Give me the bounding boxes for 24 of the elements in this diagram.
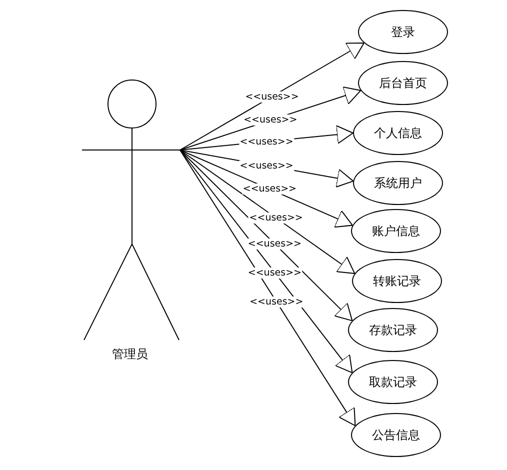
use-case-ellipse: 后台首页 [358, 61, 448, 105]
use-case-ellipse: 转账记录 [352, 259, 442, 303]
edge-label: <<uses>> [248, 212, 304, 224]
arrow [180, 42, 364, 150]
edge-label: <<uses>> [242, 114, 298, 126]
arrow [180, 150, 353, 322]
edge-label: <<uses>> [246, 267, 302, 278]
use-case-ellipse: 公告信息 [351, 413, 441, 457]
actor-name: 管理员 [111, 346, 149, 363]
edge-label: <<uses>> [238, 136, 294, 147]
arrow [180, 150, 356, 274]
edge-label: <<uses>> [242, 184, 298, 195]
edge-label: <<uses>> [248, 296, 304, 308]
arrow [180, 150, 356, 426]
use-case-ellipse: 登录 [358, 10, 448, 54]
use-case-ellipse: 系统用户 [353, 161, 443, 205]
use-case-ellipse: 账户信息 [351, 209, 441, 253]
edge-label: <<uses>> [238, 160, 294, 171]
edge-label: <<uses>> [246, 238, 302, 250]
use-case-ellipse: 个人信息 [353, 111, 443, 155]
use-case-ellipse: 取款记录 [348, 360, 438, 404]
arrow [180, 150, 353, 374]
edge-label: <<uses>> [244, 91, 300, 102]
use-case-ellipse: 存款记录 [348, 308, 438, 352]
